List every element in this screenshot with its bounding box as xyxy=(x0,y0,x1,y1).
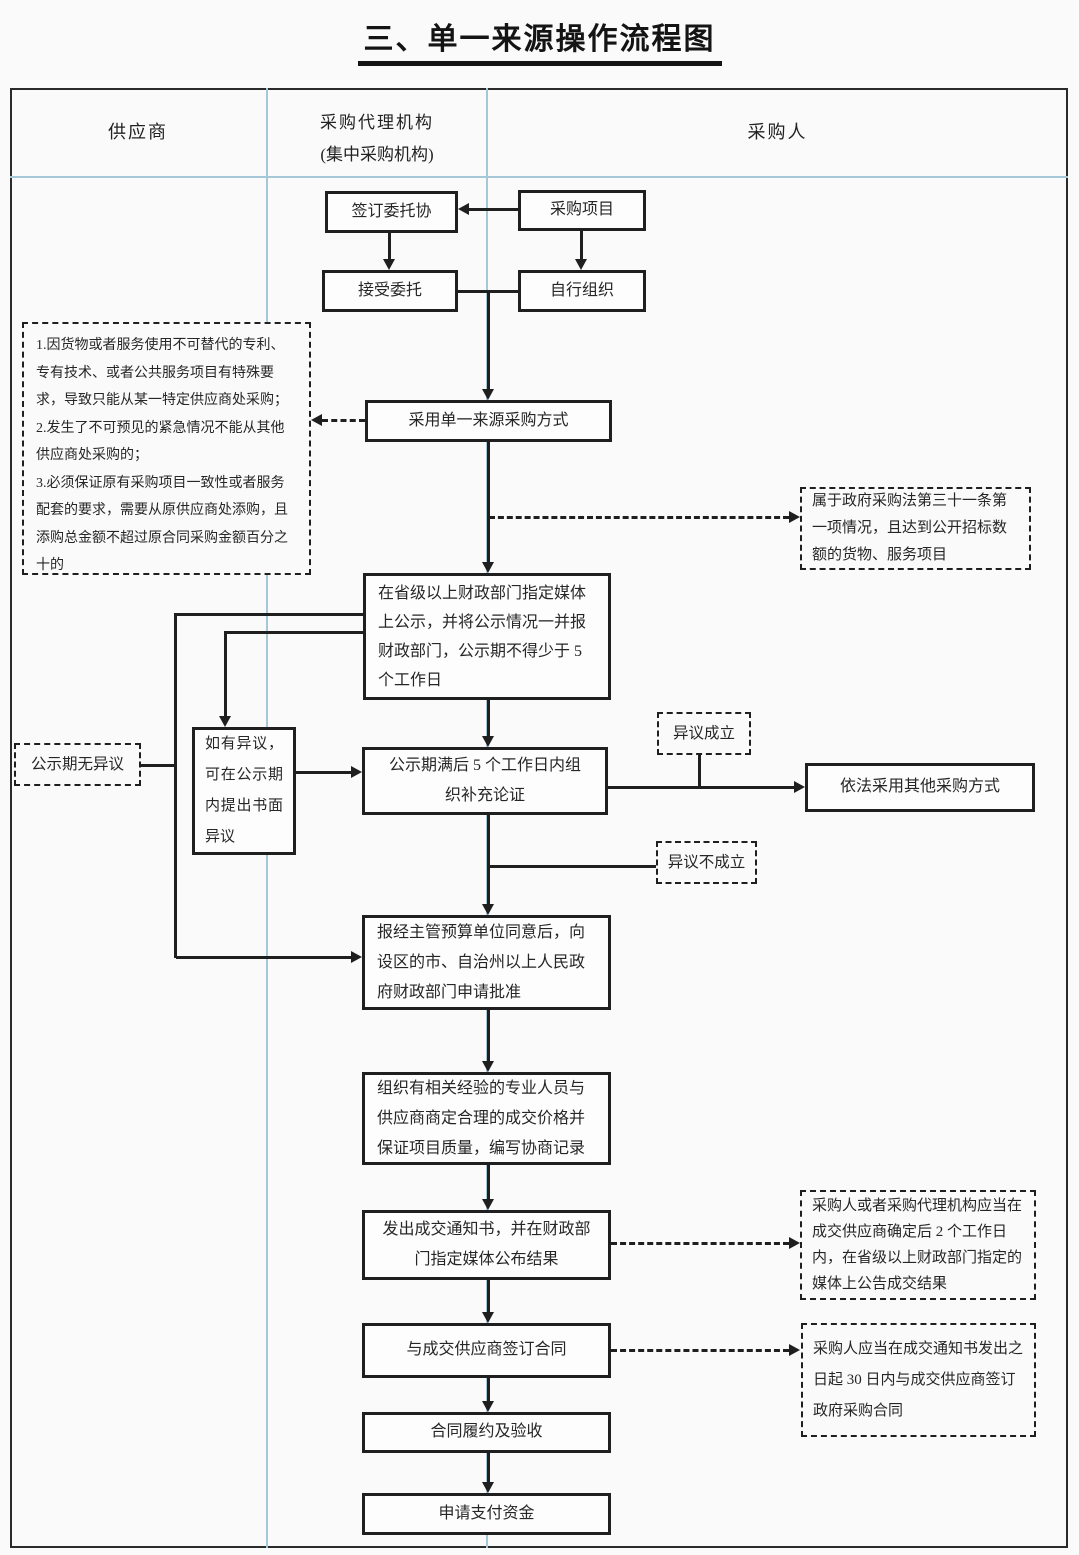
lane-label-agency-sub: (集中采购机构) xyxy=(320,145,434,164)
flow-line xyxy=(487,700,490,737)
flow-line-dashed xyxy=(489,516,789,519)
arrowhead xyxy=(351,951,362,963)
flow-line xyxy=(296,771,352,774)
annotation-law-article-31: 属于政府采购法第三十一条第一项情况，且达到公开招标数额的货物、服务项目 xyxy=(800,487,1031,570)
flow-node-sign-contract: 与成交供应商签订合同 xyxy=(362,1323,611,1378)
lane-header-divider xyxy=(10,176,1068,178)
flow-node-publicize: 在省级以上财政部门指定媒体上公示，并将公示情况一并报财政部门，公示期不得少于 5… xyxy=(363,573,611,700)
flow-node-other-method: 依法采用其他采购方式 xyxy=(805,763,1035,812)
flow-line xyxy=(487,1010,490,1062)
arrowhead xyxy=(482,736,494,747)
arrowhead xyxy=(575,259,587,270)
flow-line xyxy=(489,865,656,868)
arrowhead xyxy=(482,1061,494,1072)
annotation-no-objection: 公示期无异议 xyxy=(14,743,141,786)
flow-node-adopt-single-source: 采用单一来源采购方式 xyxy=(365,400,612,442)
flow-line xyxy=(487,1280,490,1313)
page-title: 三、单一来源操作流程图 xyxy=(0,14,1079,66)
diagram-frame xyxy=(10,88,1068,1548)
condition-item-3: 3.必须保证原有采购项目一致性或者服务配套的要求，需要从原供应商处添购，且添购总… xyxy=(36,475,288,574)
condition-item-2: 2.发生了不可预见的紧急情况不能从其他供应商处采购的； xyxy=(36,420,285,464)
flow-node-accept-entrustment: 接受委托 xyxy=(322,270,458,312)
arrowhead xyxy=(789,1237,800,1249)
flow-node-supplementary-demonstration: 公示期满后 5 个工作日内组织补充论证 xyxy=(362,747,608,815)
arrowhead xyxy=(482,1482,494,1493)
arrowhead xyxy=(219,716,231,727)
flow-line xyxy=(176,613,363,616)
flow-line xyxy=(487,1378,490,1402)
arrowhead xyxy=(482,1401,494,1412)
flow-node-self-organize: 自行组织 xyxy=(518,270,646,312)
flow-node-negotiate: 组织有相关经验的专业人员与供应商商定合理的成交价格并保证项目质量，编写协商记录 xyxy=(362,1072,611,1165)
flow-line-dashed xyxy=(611,1242,789,1245)
arrowhead xyxy=(351,766,362,778)
flow-node-issue-notice: 发出成交通知书，并在财政部门指定媒体公布结果 xyxy=(362,1210,611,1280)
flow-node-procurement-project: 采购项目 xyxy=(518,190,646,231)
arrowhead xyxy=(383,259,395,270)
flow-line xyxy=(174,613,177,958)
annotation-announce-result: 采购人或者采购代理机构应当在成交供应商确定后 2 个工作日内，在省级以上财政部门… xyxy=(800,1190,1036,1300)
flow-line xyxy=(698,755,701,788)
flow-line-dashed xyxy=(322,419,365,422)
annotation-sign-within-30-days: 采购人应当在成交通知书发出之日起 30 日内与成交供应商签订政府采购合同 xyxy=(801,1323,1036,1437)
arrowhead xyxy=(482,904,494,915)
flow-node-apply-approval: 报经主管预算单位同意后，向设区的市、自治州以上人民政府财政部门申请批准 xyxy=(362,915,611,1010)
flow-node-apply-payment: 申请支付资金 xyxy=(362,1493,611,1535)
flow-line-dashed xyxy=(611,1349,789,1352)
flow-line xyxy=(487,815,490,905)
arrowhead xyxy=(311,414,322,426)
flow-line xyxy=(487,1165,490,1200)
flow-line xyxy=(140,764,176,767)
arrowhead xyxy=(789,511,800,523)
arrowhead xyxy=(789,1344,800,1356)
annotation-single-source-conditions: 1.因货物或者服务使用不可替代的专利、专有技术、或者公共服务项目有特殊要求，导致… xyxy=(22,322,311,575)
flow-node-performance-acceptance: 合同履约及验收 xyxy=(362,1412,611,1453)
flow-line xyxy=(468,208,518,211)
flow-node-sign-agreement: 签订委托协 xyxy=(325,191,458,233)
condition-item-1: 1.因货物或者服务使用不可替代的专利、专有技术、或者公共服务项目有特殊要求，导致… xyxy=(36,338,288,408)
flow-line xyxy=(176,956,352,959)
arrowhead xyxy=(482,1312,494,1323)
arrowhead xyxy=(794,781,805,793)
annotation-objection-valid: 异议成立 xyxy=(657,712,751,755)
arrowhead xyxy=(482,1199,494,1210)
flow-line xyxy=(608,786,795,789)
lane-label-agency: 采购代理机构 xyxy=(320,113,434,132)
lane-label-purchaser: 采购人 xyxy=(747,122,808,142)
lane-label-supplier: 供应商 xyxy=(108,122,168,142)
arrowhead xyxy=(482,389,494,400)
flow-line xyxy=(580,231,583,259)
flow-line xyxy=(487,1453,490,1483)
flow-line xyxy=(487,442,490,562)
arrowhead xyxy=(482,562,494,573)
flow-line xyxy=(388,233,391,259)
flow-line xyxy=(487,291,490,389)
flow-line xyxy=(224,631,227,717)
annotation-objection-invalid: 异议不成立 xyxy=(656,841,757,884)
flow-line xyxy=(226,631,363,634)
flow-node-objection-during-publicity: 如有异议，可在公示期内提出书面异议 xyxy=(192,727,296,855)
arrowhead xyxy=(458,203,469,215)
page-title-text: 三、单一来源操作流程图 xyxy=(357,14,722,66)
